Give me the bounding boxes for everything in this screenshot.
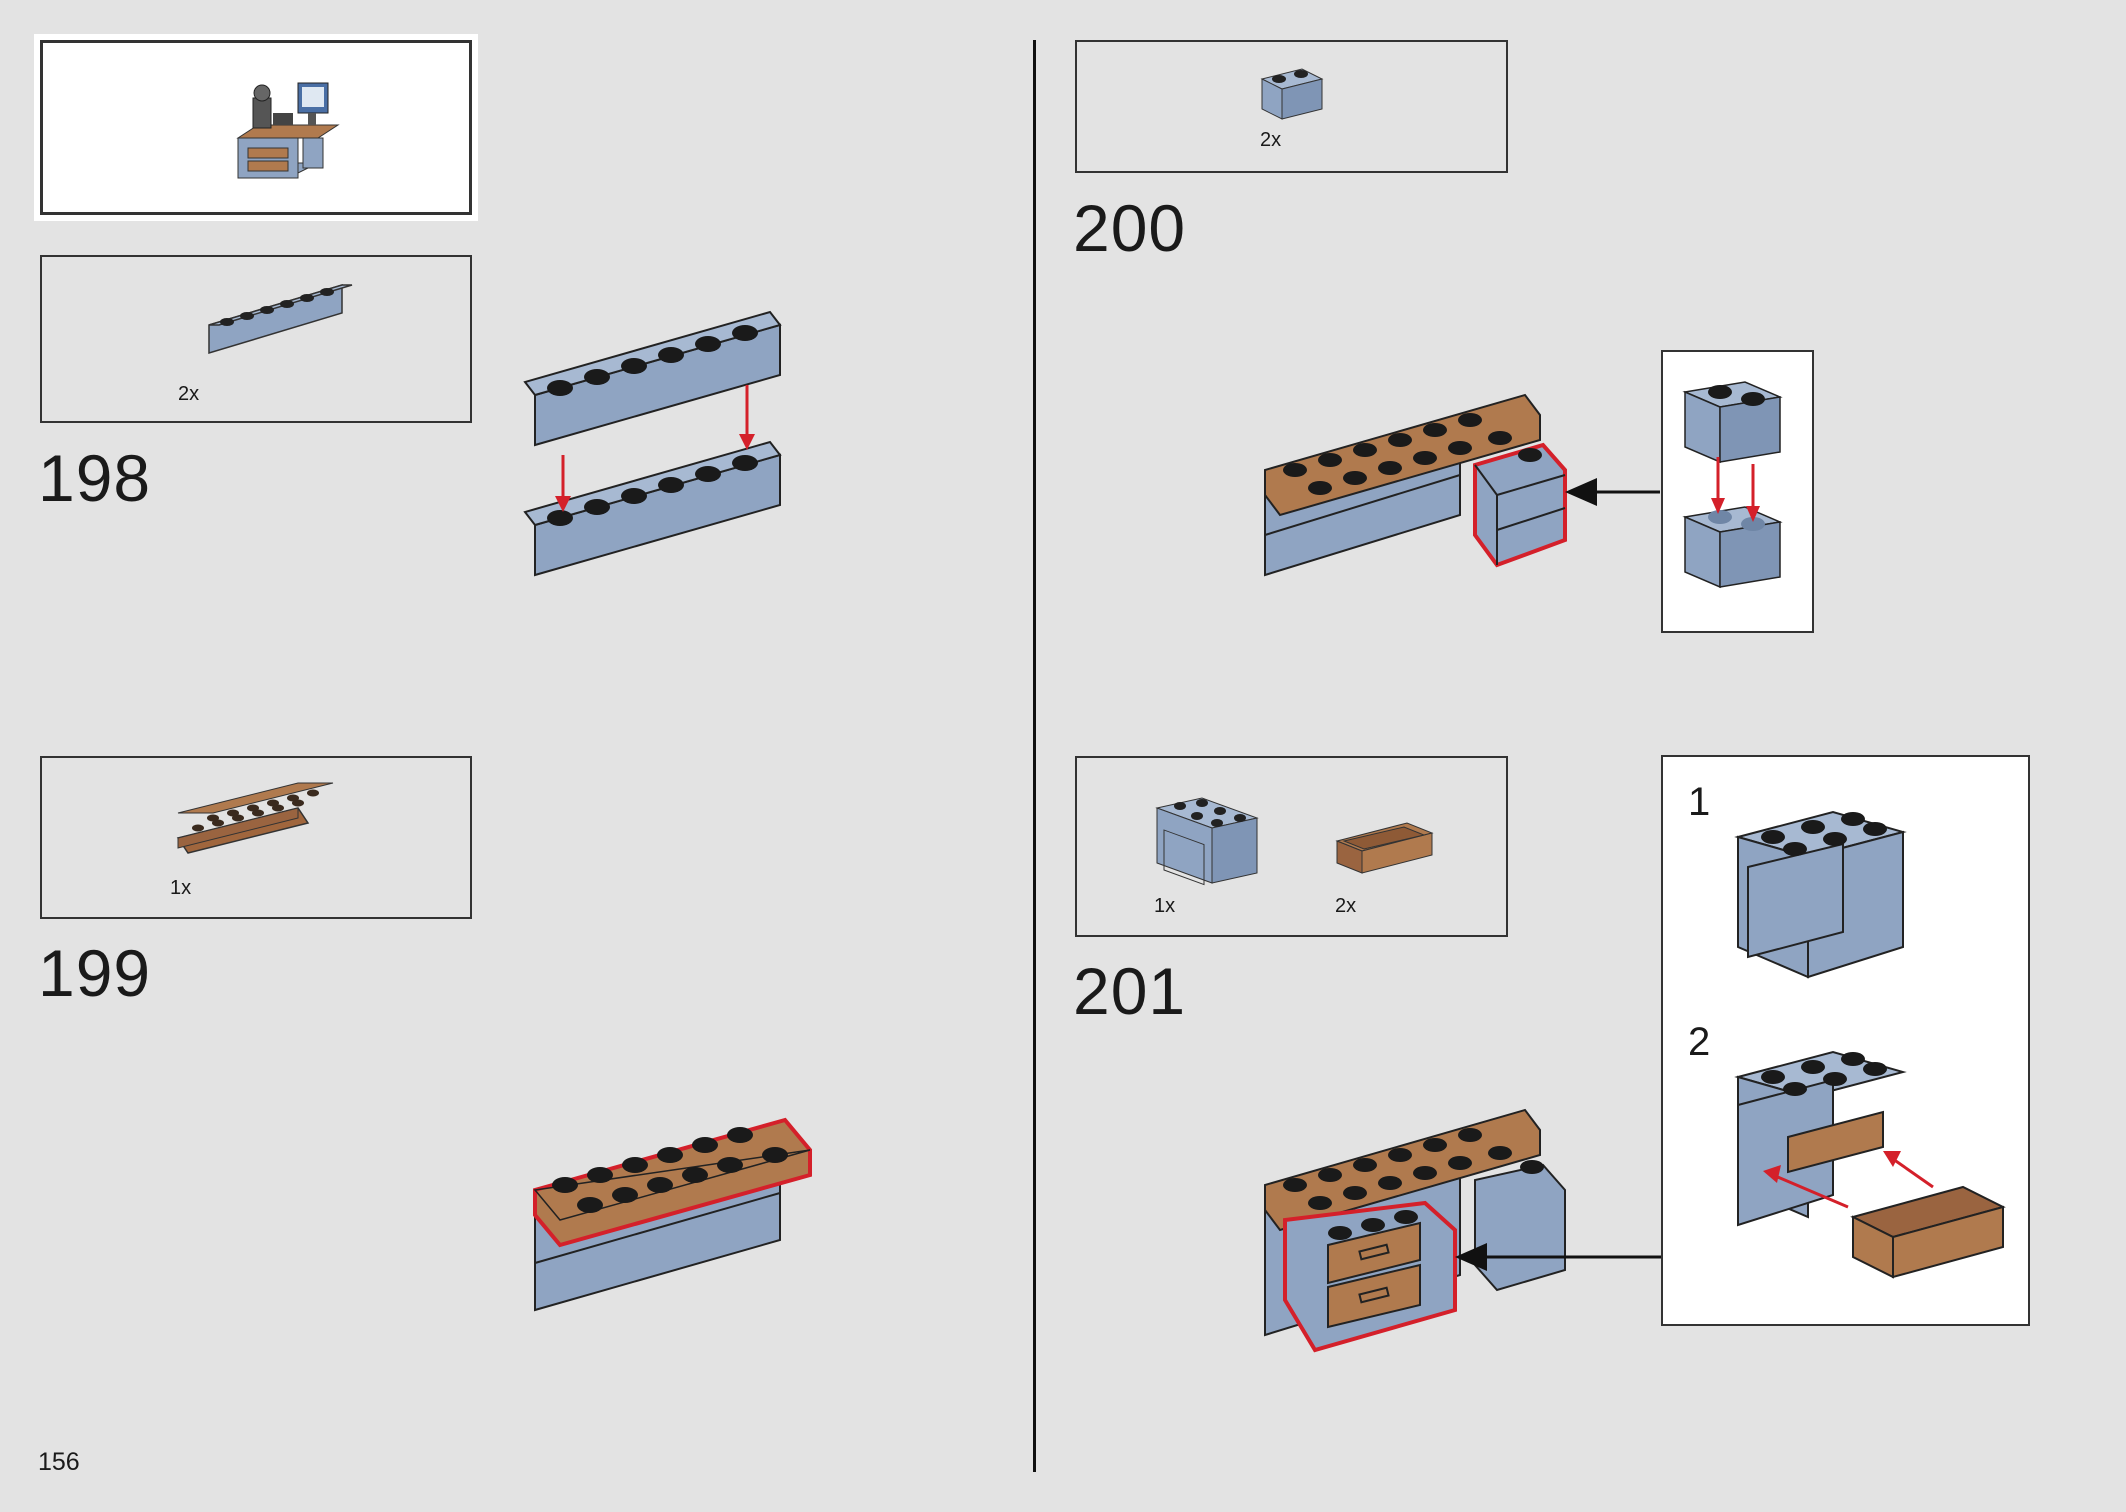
page-divider — [1033, 40, 1036, 1472]
step-199-qty-label: 1x — [170, 877, 192, 899]
step-198-number: 198 — [38, 441, 152, 515]
plate-2x6-icon — [176, 782, 334, 854]
step-200-qty-label: 2x — [1260, 129, 1282, 151]
step-198-qty-label: 2x — [178, 383, 200, 405]
brick-1x6-icon — [208, 283, 353, 355]
step-199-assembly-image — [533, 1117, 812, 1312]
step-199-parts-box: 1x — [40, 756, 472, 919]
step-198-parts-box: 2x — [40, 255, 472, 423]
substep-2-label: 2 — [1688, 1020, 1711, 1064]
step-200-number: 200 — [1073, 191, 1187, 265]
drawer-cabinet-icon — [1155, 797, 1259, 886]
substep-1-label: 1 — [1688, 780, 1711, 824]
step-201-assembly-image — [1264, 1108, 1566, 1353]
step-201-qty-label-cabinet: 1x — [1154, 895, 1176, 917]
substep-2-image — [1734, 1050, 2006, 1279]
step-200-assembly-image — [1264, 393, 1567, 577]
step-201-callout-arrow — [1455, 1243, 1665, 1271]
page-number: 156 — [38, 1448, 80, 1476]
brick-1x2-icon — [1260, 68, 1324, 120]
drawer-icon — [1335, 822, 1434, 874]
step-201-callout-box: 1 2 — [1661, 755, 2030, 1326]
step-201-qty-label-drawer: 2x — [1335, 895, 1357, 917]
step-201-number: 201 — [1073, 954, 1187, 1028]
substep-1-image — [1734, 810, 1907, 979]
step-200-callout-image — [1682, 381, 1783, 589]
step-201-parts-box: 1x 2x — [1075, 756, 1508, 937]
desk-model-preview-image — [236, 82, 340, 179]
model-preview-box — [40, 40, 472, 215]
step-200-callout-box — [1661, 350, 1814, 633]
step-200-parts-box: 2x — [1075, 40, 1508, 173]
step-200-callout-arrow — [1565, 478, 1660, 506]
step-199-number: 199 — [38, 936, 152, 1010]
step-198-assembly-image — [523, 310, 782, 577]
